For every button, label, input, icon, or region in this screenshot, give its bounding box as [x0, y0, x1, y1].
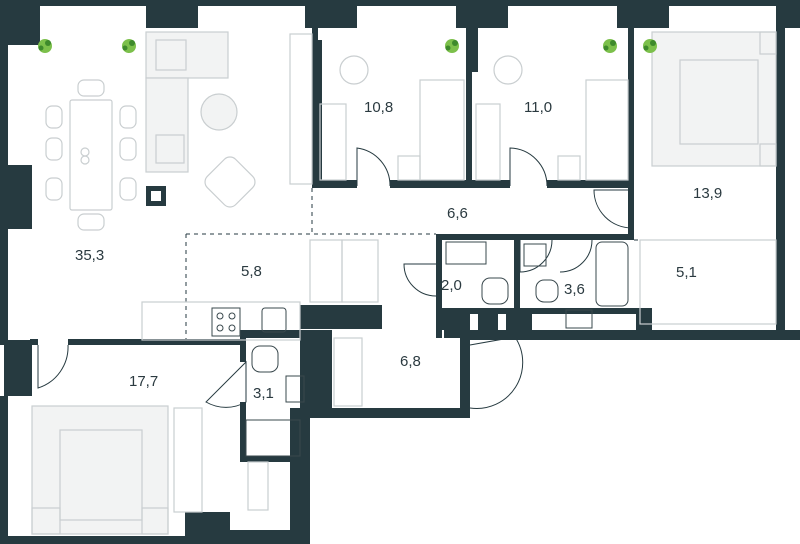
room-area-living: 35,3 [75, 247, 104, 264]
room-area-kitchen: 5,8 [241, 263, 262, 280]
zone-boundaries [185, 188, 776, 340]
kitchen-fixtures [141, 239, 379, 341]
room-area-bedroom-master: 13,9 [693, 185, 722, 202]
bathroom-fixtures [245, 239, 777, 457]
bedroom-furniture [319, 31, 777, 181]
room-area-bathroom-1: 3,6 [564, 281, 585, 298]
plant-icon [38, 39, 657, 53]
room-area-wardrobe-1: 5,1 [676, 264, 697, 281]
room-area-bathroom-2: 3,1 [253, 385, 274, 402]
room-area-bedroom-1: 10,8 [364, 99, 393, 116]
room-area-bedroom-3: 17,7 [129, 373, 158, 390]
room-area-wc-small: 2,0 [441, 277, 462, 294]
room-area-bedroom-2: 11,0 [524, 99, 552, 116]
bedroom-3-furniture [31, 405, 269, 535]
doors [37, 147, 633, 409]
room-area-corridor: 6,6 [447, 205, 468, 222]
living-furniture [45, 31, 313, 231]
room-area-hall: 6,8 [400, 353, 421, 370]
